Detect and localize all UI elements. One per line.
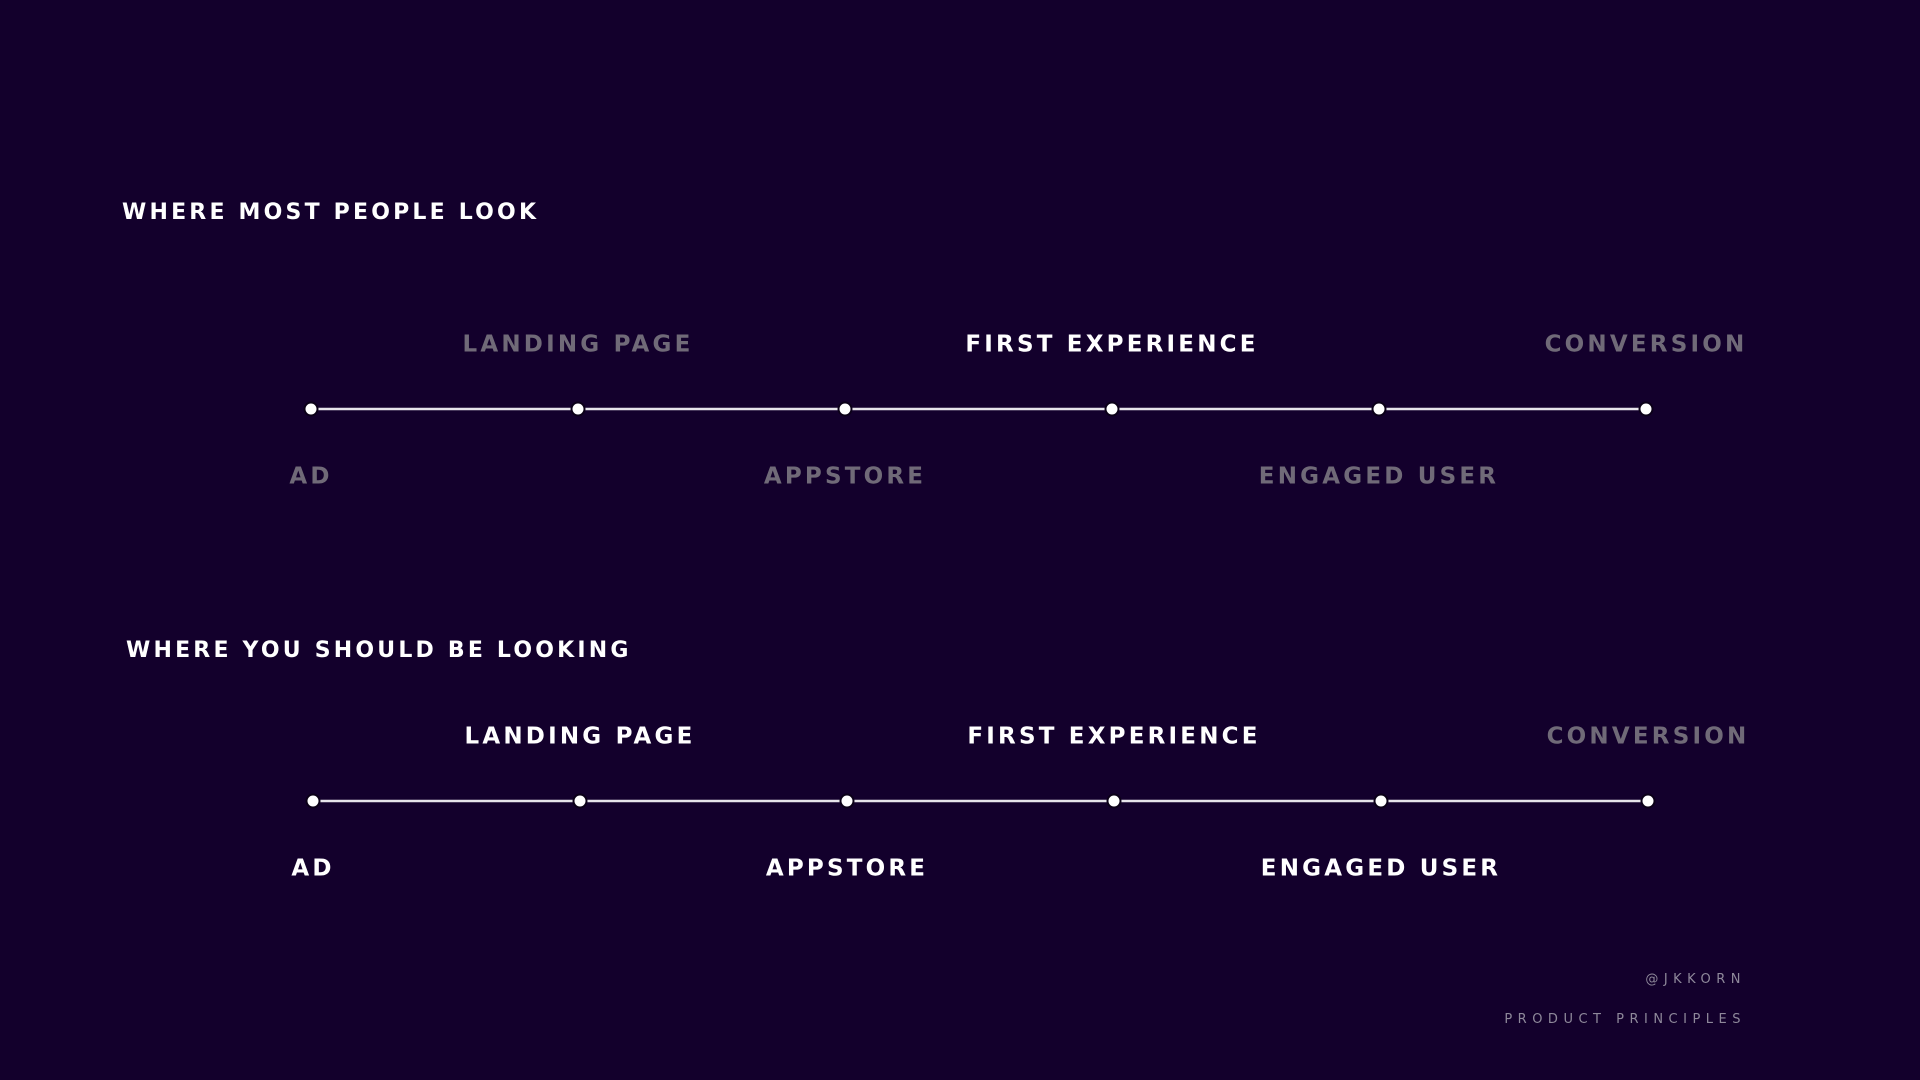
timeline-most-people: [303, 401, 1654, 417]
stage-node-appstore: [837, 401, 853, 417]
stage-label-landing-page: LANDING PAGE: [464, 723, 696, 750]
stage-node-engaged-user: [1373, 793, 1389, 809]
stage-node-landing-page: [570, 401, 586, 417]
stage-node-engaged-user: [1371, 401, 1387, 417]
stage-label-appstore: APPSTORE: [765, 855, 929, 882]
stage-node-conversion: [1638, 401, 1654, 417]
stage-node-ad: [305, 793, 321, 809]
stage-label-ad: AD: [289, 463, 333, 490]
timeline-should-be-looking: [305, 793, 1656, 809]
section-title-most-people: WHERE MOST PEOPLE LOOK: [122, 200, 540, 225]
stage-label-ad: AD: [291, 855, 335, 882]
stage-label-landing-page: LANDING PAGE: [462, 331, 694, 358]
stage-label-conversion: CONVERSION: [1546, 723, 1750, 750]
stage-node-first-experience: [1106, 793, 1122, 809]
footer-handle: @JKKORN: [1645, 972, 1746, 987]
stage-label-conversion: CONVERSION: [1544, 331, 1748, 358]
stage-label-engaged-user: ENGAGED USER: [1258, 463, 1500, 490]
stage-node-conversion: [1640, 793, 1656, 809]
footer-series-name: PRODUCT PRINCIPLES: [1504, 1012, 1746, 1027]
stage-label-first-experience: FIRST EXPERIENCE: [965, 331, 1259, 358]
stage-label-engaged-user: ENGAGED USER: [1260, 855, 1502, 882]
stage-label-appstore: APPSTORE: [763, 463, 927, 490]
stage-node-appstore: [839, 793, 855, 809]
stage-node-ad: [303, 401, 319, 417]
stage-label-first-experience: FIRST EXPERIENCE: [967, 723, 1261, 750]
stage-node-first-experience: [1104, 401, 1120, 417]
section-title-should-be-looking: WHERE YOU SHOULD BE LOOKING: [126, 638, 632, 663]
stage-node-landing-page: [572, 793, 588, 809]
